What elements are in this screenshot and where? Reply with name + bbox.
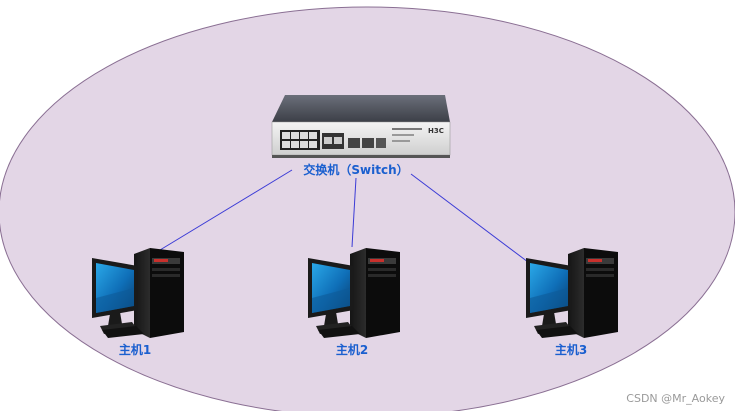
host2-label: 主机2 <box>335 343 369 357</box>
link-host1 <box>159 169 293 251</box>
switch-label: 交换机（Switch） <box>303 163 409 177</box>
switch-brand: H3C <box>428 127 444 135</box>
link-host2 <box>351 177 357 248</box>
link-host3 <box>410 173 529 263</box>
host3-label: 主机3 <box>554 343 588 357</box>
switch-icon: H3C <box>271 95 451 158</box>
watermark: CSDN @Mr_Aokey <box>626 392 725 405</box>
host1-label: 主机1 <box>118 343 152 357</box>
